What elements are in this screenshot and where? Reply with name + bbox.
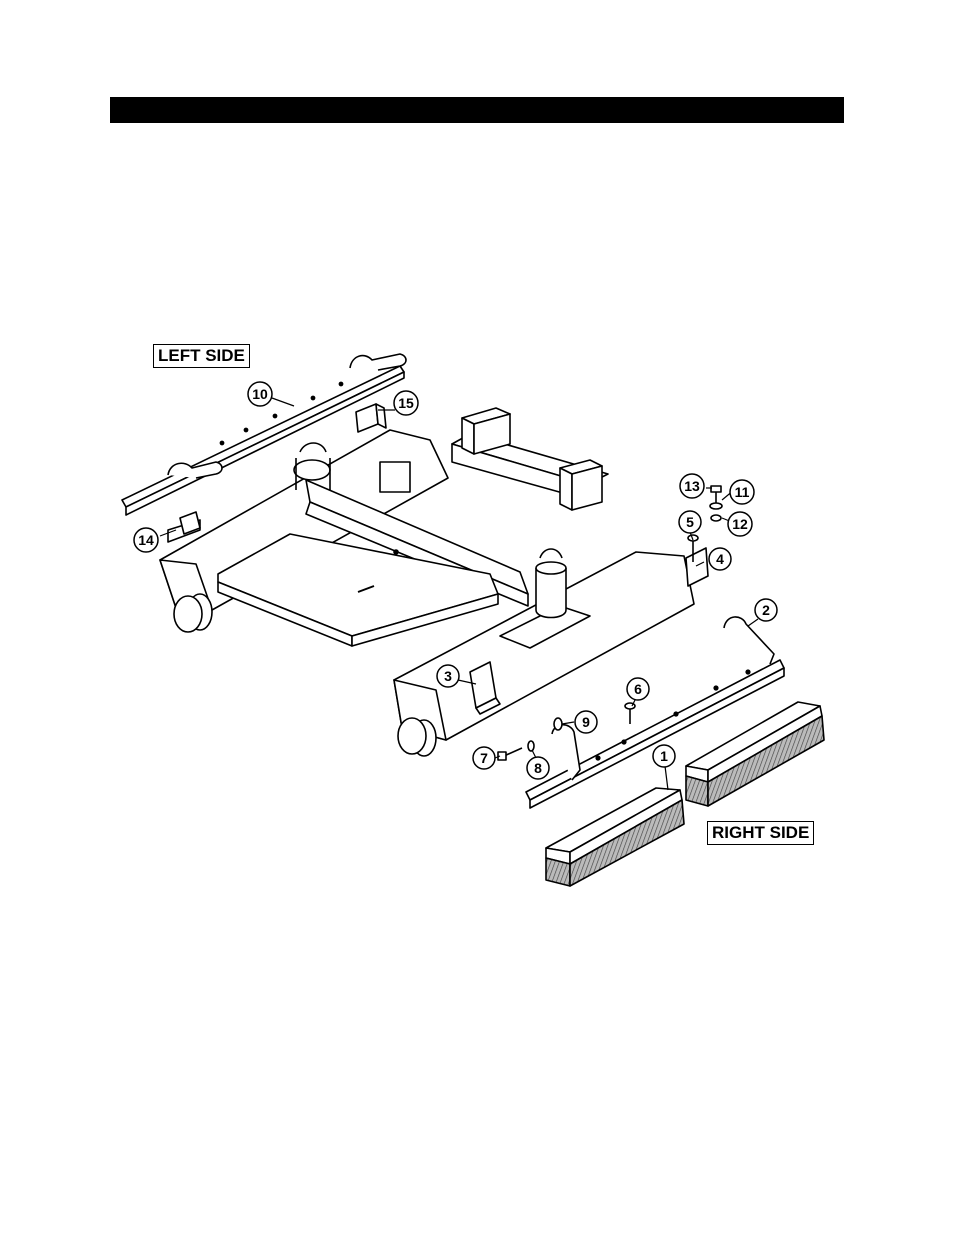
callout-14: 14 [134,528,158,552]
callout-8-text: 8 [534,760,542,776]
callout-11: 11 [730,480,754,504]
callout-5-text: 5 [686,514,694,530]
brush-part-1-rear [686,702,824,806]
bracket-part-14 [168,512,200,542]
brush-part-1 [546,788,684,886]
callout-15-text: 15 [398,395,414,411]
callout-9-text: 9 [582,714,590,730]
callout-4: 4 [709,548,731,570]
callout-14-text: 14 [138,532,154,548]
clip-part-15 [356,404,386,432]
callout-1-text: 1 [660,748,668,764]
callout-7: 7 [473,747,495,769]
bracket-part-4 [686,548,708,586]
screw-part-6 [625,703,635,724]
callout-13: 13 [680,474,704,498]
callout-1: 1 [653,745,675,767]
callout-5: 5 [679,511,701,533]
callout-7-text: 7 [480,750,488,766]
callout-2: 2 [755,599,777,621]
callout-4-text: 4 [716,551,724,567]
callout-8: 8 [527,757,549,779]
callout-3: 3 [437,665,459,687]
callout-15: 15 [394,391,418,415]
callout-11-text: 11 [735,484,750,500]
callout-12: 12 [728,512,752,536]
callout-10-text: 10 [252,386,268,402]
callout-6-text: 6 [634,681,642,697]
callout-6: 6 [627,678,649,700]
callout-3-text: 3 [444,668,452,684]
callout-13-text: 13 [684,478,700,494]
washer-part-11 [710,503,722,509]
callout-2-text: 2 [762,602,770,618]
callout-9: 9 [575,711,597,733]
nut-part-9 [554,718,562,730]
right-post [536,549,566,618]
nut-part-12 [711,515,721,521]
rear-frame [452,408,608,510]
callout-12-text: 12 [732,516,748,532]
callout-10: 10 [248,382,272,406]
washer-part-8 [528,741,534,751]
bolt-part-7 [498,748,522,760]
